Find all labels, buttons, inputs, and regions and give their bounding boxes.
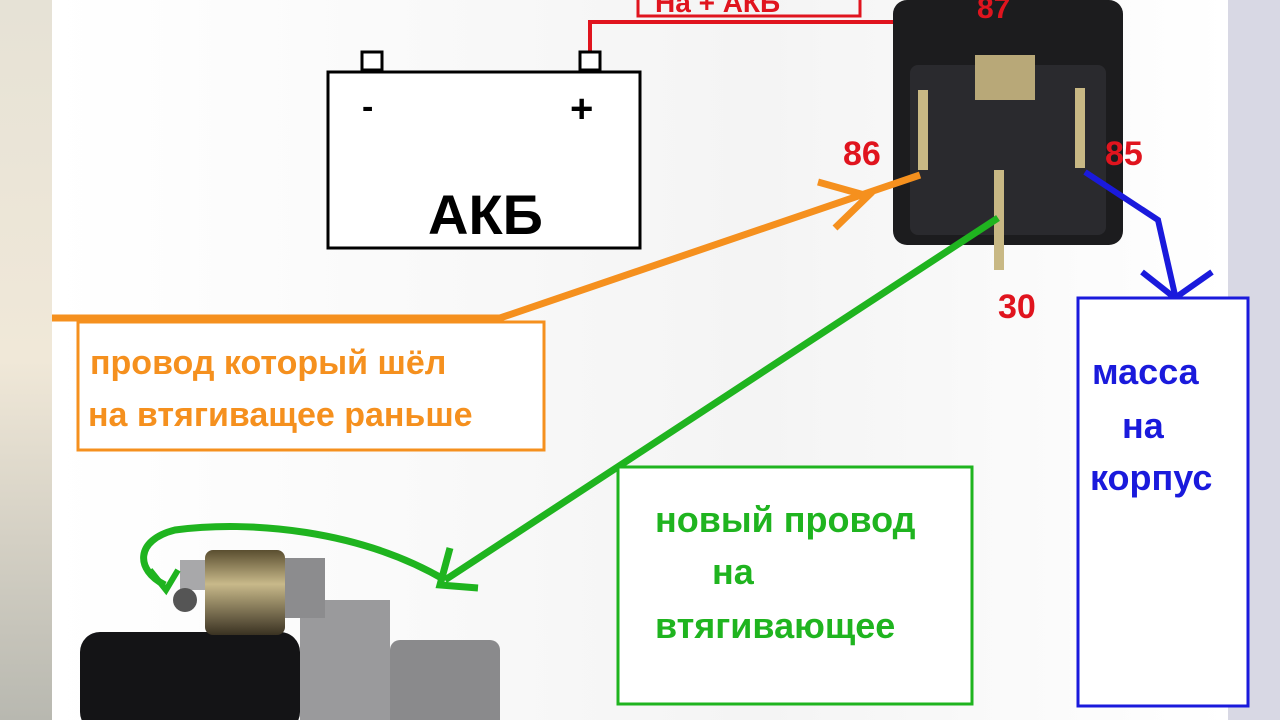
orange-label-box: провод который шёл на втягиващее раньше: [76, 320, 546, 452]
top-label-text: На + АКБ: [655, 0, 780, 18]
green-wire: [140, 215, 1000, 589]
blue-label-line2: на: [1122, 405, 1165, 446]
green-label-line3: втягивающее: [655, 605, 895, 646]
green-arrowhead-starter: [147, 568, 181, 596]
green-arrowhead: [435, 547, 479, 592]
battery-label: АКБ: [428, 183, 543, 246]
green-label-line2: на: [712, 551, 755, 592]
battery-plus: +: [570, 87, 593, 131]
battery: - + АКБ: [326, 50, 642, 250]
pin-87-label: 87: [977, 0, 1010, 25]
pin-85-label: 85: [1105, 135, 1143, 173]
pin-30-label: 30: [998, 288, 1036, 326]
green-label-box: новый провод на втягивающее: [616, 465, 974, 706]
blue-label-box: масса на корпус: [1076, 296, 1250, 708]
blue-label-line1: масса: [1092, 351, 1200, 392]
top-label-box: На + АКБ: [636, 0, 862, 18]
orange-label-line2: на втягиващее раньше: [88, 396, 473, 434]
blue-wire: [1083, 169, 1178, 296]
blue-label-line3: корпус: [1090, 457, 1212, 498]
orange-arrowhead: [817, 178, 875, 231]
green-label-line1: новый провод: [655, 499, 916, 540]
relay: 87: [893, 0, 1123, 270]
starter-motor: [80, 550, 500, 720]
orange-label-line1: провод который шёл: [90, 344, 446, 382]
orange-wire: [52, 171, 922, 322]
pin-86-label: 86: [843, 135, 881, 173]
left-blur-border: [0, 0, 52, 720]
battery-minus: -: [362, 88, 373, 126]
